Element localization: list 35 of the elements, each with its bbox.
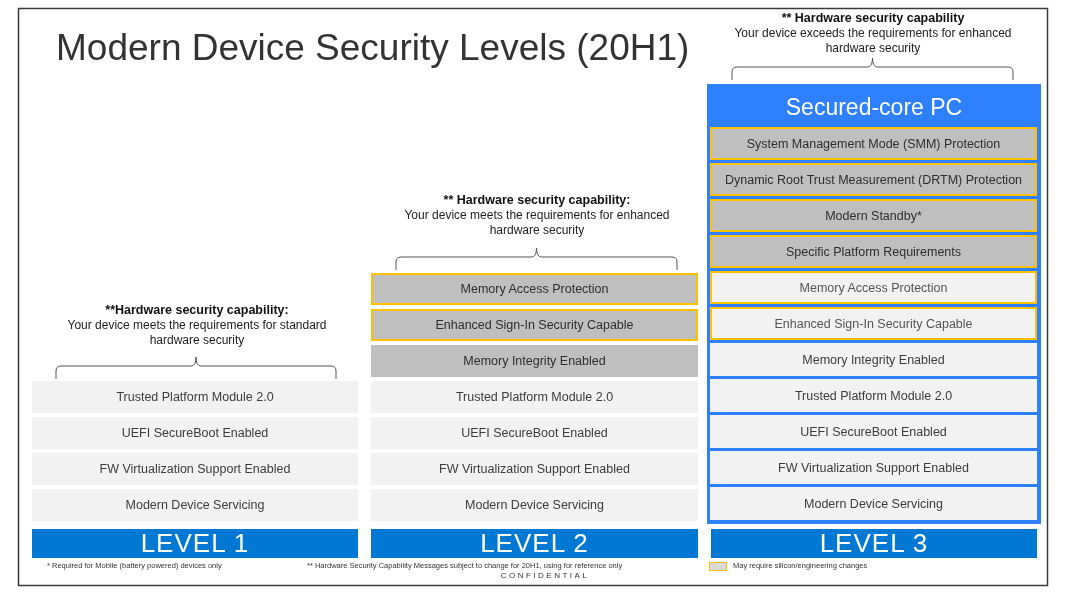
requirement-box: FW Virtualization Support Enabled (32, 453, 358, 485)
capability-heading: ** Hardware security capability: (442, 193, 632, 208)
capability-description: Your device meets the requirements for standard hardware security (66, 318, 328, 348)
requirement-box: UEFI SecureBoot Enabled (710, 415, 1037, 448)
requirement-box: Trusted Platform Module 2.0 (371, 381, 698, 413)
level-banner: LEVEL 1 (32, 529, 358, 558)
requirement-box: Memory Integrity Enabled (371, 345, 698, 377)
requirement-box: Modern Device Servicing (32, 489, 358, 521)
level-banner: LEVEL 2 (371, 529, 698, 558)
requirement-box: Trusted Platform Module 2.0 (710, 379, 1037, 412)
requirement-box: UEFI SecureBoot Enabled (371, 417, 698, 449)
requirement-box: Dynamic Root Trust Measurement (DRTM) Protection (710, 163, 1037, 196)
level-panel (707, 84, 1041, 524)
requirement-box: Memory Access Protection (371, 273, 698, 305)
requirement-box: Trusted Platform Module 2.0 (32, 381, 358, 413)
requirement-box: FW Virtualization Support Enabled (710, 451, 1037, 484)
confidentiality-notice: CONFIDENTIAL (499, 571, 591, 581)
requirement-box: Memory Access Protection (710, 271, 1037, 304)
capability-description: Your device exceeds the requirements for enhanced hardware security (733, 26, 1013, 56)
requirement-box: Enhanced Sign-In Security Capable (371, 309, 698, 341)
requirement-box: Specific Platform Requirements (710, 235, 1037, 268)
requirement-box: Modern Device Servicing (371, 489, 698, 521)
requirement-box: Enhanced Sign-In Security Capable (710, 307, 1037, 340)
capability-heading: **Hardware security capability: (104, 303, 290, 318)
slide-title: Modern Device Security Levels (20H1) (56, 26, 690, 70)
requirement-box: System Management Mode (SMM) Protection (710, 127, 1037, 160)
panel-heading: Secured-core PC (784, 93, 964, 121)
requirement-box: UEFI SecureBoot Enabled (32, 417, 358, 449)
capability-description: Your device meets the requirements for enhanced hardware security (403, 208, 671, 238)
requirement-box: FW Virtualization Support Enabled (371, 453, 698, 485)
requirement-box: Memory Integrity Enabled (710, 343, 1037, 376)
requirement-box: Modern Device Servicing (710, 487, 1037, 520)
level-banner: LEVEL 3 (711, 529, 1037, 558)
requirement-box: Modern Standby* (710, 199, 1037, 232)
capability-heading: ** Hardware security capability (780, 11, 966, 26)
